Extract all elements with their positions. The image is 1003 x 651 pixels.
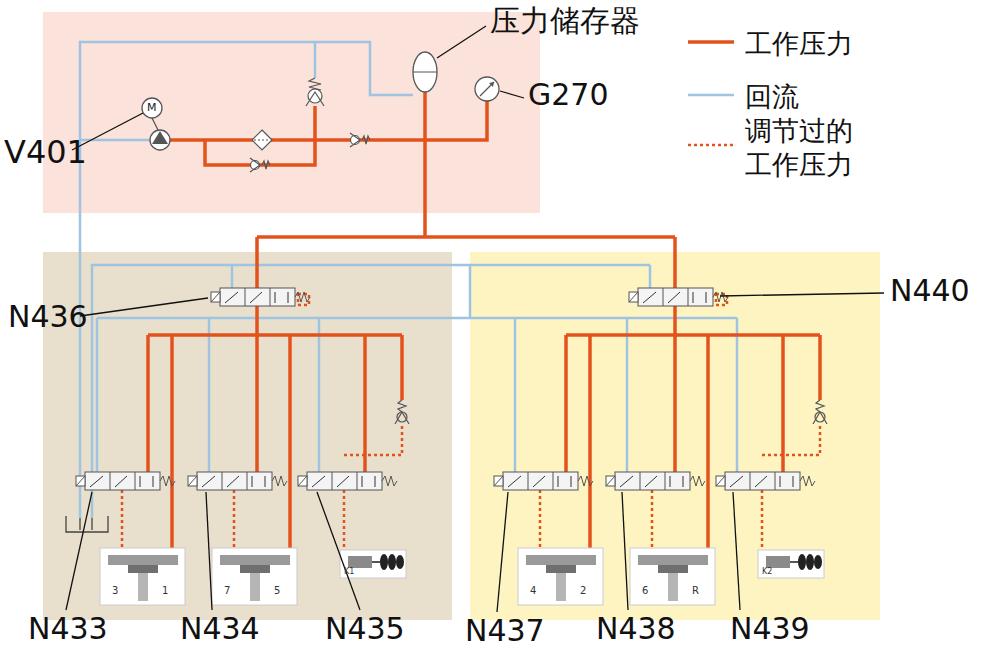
gear-number: 1 bbox=[162, 586, 168, 596]
gear-number: 2 bbox=[580, 586, 586, 596]
pressure-sensor bbox=[475, 77, 499, 101]
legend-text: 工作压力 bbox=[745, 27, 853, 61]
actuator-name: K2 bbox=[762, 568, 772, 576]
gear-number: 7 bbox=[224, 586, 230, 596]
part-name: N440 bbox=[890, 276, 970, 306]
part-name: N439 bbox=[730, 614, 810, 644]
part-name: V401 bbox=[4, 136, 87, 168]
pressure-lines bbox=[170, 92, 675, 237]
part-name: N437 bbox=[465, 616, 545, 646]
part-name: N438 bbox=[596, 614, 676, 644]
motor-symbol-letter: M bbox=[147, 102, 157, 113]
actuator-name: K1 bbox=[344, 568, 354, 576]
legend-text: 调节过的 工作压力 bbox=[745, 114, 867, 182]
tank-symbol bbox=[66, 516, 108, 532]
legend-samples bbox=[688, 42, 734, 145]
pump-symbol bbox=[142, 98, 170, 150]
gear-number: R bbox=[692, 586, 699, 596]
gear-number: 4 bbox=[530, 586, 536, 596]
gear-number: 3 bbox=[112, 586, 118, 596]
part-name: N434 bbox=[180, 614, 260, 644]
filter-element bbox=[254, 140, 270, 141]
legend-text: 回流 bbox=[745, 80, 799, 114]
part-name: G270 bbox=[528, 80, 609, 110]
part-name: N436 bbox=[8, 302, 88, 332]
part-name: N433 bbox=[28, 614, 108, 644]
pressure-accumulator bbox=[413, 52, 437, 92]
legend-line-return bbox=[688, 94, 734, 97]
check-valve bbox=[250, 133, 370, 172]
legend-line-pressure bbox=[688, 40, 734, 44]
leader-lines bbox=[66, 26, 884, 612]
filter-symbol bbox=[252, 130, 272, 150]
gear-number: 6 bbox=[642, 586, 648, 596]
gear-number: 5 bbox=[274, 586, 280, 596]
part-name: 压力储存器 bbox=[490, 6, 640, 36]
valve-module bbox=[494, 237, 827, 605]
return-lines bbox=[80, 42, 737, 518]
part-name: N435 bbox=[325, 614, 405, 644]
legend-line-regulated bbox=[688, 144, 734, 147]
pressure-relief-valve bbox=[306, 78, 324, 106]
valve-module bbox=[76, 237, 409, 605]
